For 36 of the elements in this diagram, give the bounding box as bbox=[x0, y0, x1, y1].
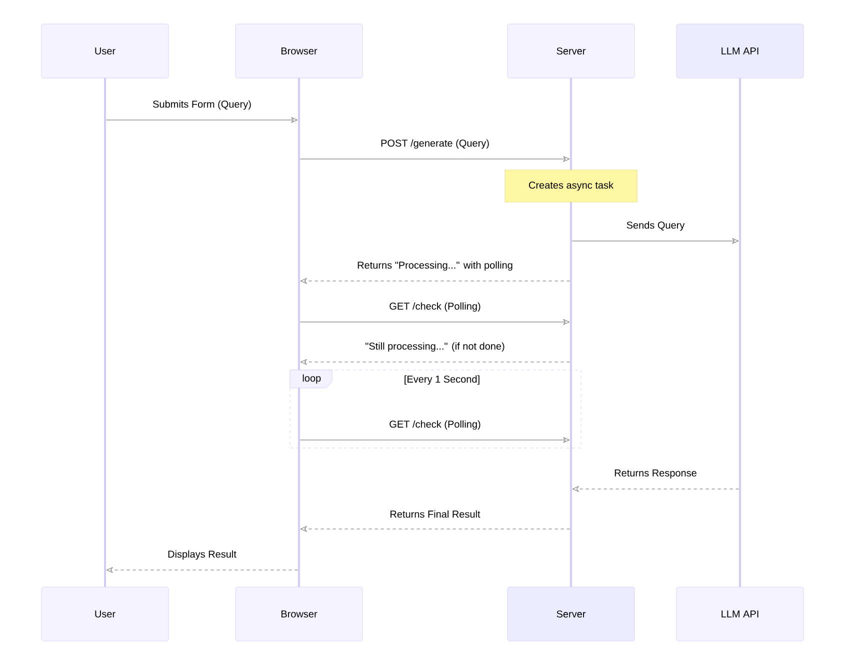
message-arrow bbox=[300, 319, 570, 325]
message-arrow bbox=[300, 156, 570, 162]
participant-box: Server bbox=[507, 24, 635, 78]
note-box: Creates async task bbox=[504, 170, 638, 202]
participant-box: LLM API bbox=[676, 24, 804, 78]
participant-box: Browser bbox=[235, 586, 363, 642]
loop-tab: loop bbox=[290, 370, 332, 388]
edge-label: Submits Form (Query) bbox=[152, 99, 252, 111]
lifeline bbox=[570, 202, 572, 587]
message-arrow bbox=[300, 526, 570, 532]
message-arrow bbox=[300, 437, 570, 443]
message-arrow bbox=[106, 567, 298, 573]
edge-label: Displays Result bbox=[166, 549, 238, 561]
message-arrow bbox=[572, 238, 738, 244]
edge-label: Sends Query bbox=[625, 220, 686, 232]
lifeline bbox=[104, 78, 106, 587]
message-arrow bbox=[300, 278, 570, 284]
edge-label: GET /check (Polling) bbox=[388, 419, 482, 431]
lifeline bbox=[570, 78, 572, 170]
participant-box: Browser bbox=[235, 24, 363, 78]
message-arrow bbox=[572, 486, 739, 492]
participant-box: User bbox=[41, 586, 169, 642]
edge-label: GET /check (Polling) bbox=[388, 301, 482, 313]
edge-label: POST /generate (Query) bbox=[380, 138, 490, 150]
edge-label: Returns Final Result bbox=[388, 509, 482, 519]
edge-label: Returns "Processing..." with polling bbox=[356, 260, 514, 272]
loop-condition: [Every 1 Second] bbox=[404, 375, 480, 385]
message-arrow bbox=[300, 359, 570, 365]
participant-box: LLM API bbox=[676, 586, 804, 642]
lifeline bbox=[739, 78, 741, 587]
participant-box: Server bbox=[507, 586, 635, 642]
edge-label: "Still processing..." (if not done) bbox=[364, 341, 506, 353]
participant-box: User bbox=[41, 24, 169, 78]
message-arrow bbox=[106, 117, 298, 123]
lifeline bbox=[298, 78, 300, 587]
edge-label: Returns Response bbox=[613, 468, 698, 480]
